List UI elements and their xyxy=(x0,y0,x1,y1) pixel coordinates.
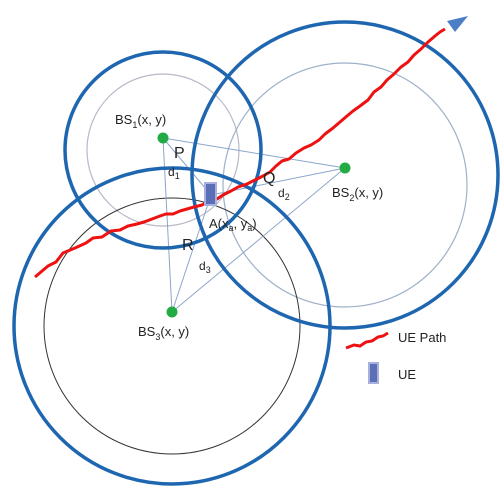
point-r-label: R xyxy=(182,237,194,254)
bs3-outer-circle xyxy=(12,166,332,486)
bs3-label: BS3(x, y) xyxy=(138,324,189,342)
ue-coordinate-label: A(xa, ya) xyxy=(209,216,257,233)
bs2-label: BS2(x, y) xyxy=(332,185,383,203)
line-bs1-bs2 xyxy=(162,137,346,169)
point-p-label: P xyxy=(174,145,185,162)
ue-path xyxy=(34,27,446,279)
bs2-dot xyxy=(339,162,351,174)
line-bs1-ue xyxy=(162,137,212,196)
line-bs2-bs3 xyxy=(171,167,346,313)
point-q-label: Q xyxy=(263,170,275,187)
bs2-outer-circle xyxy=(190,20,500,330)
line-bs3-ue xyxy=(171,194,212,313)
legend: UE Path UE xyxy=(345,330,446,384)
bs3-dot xyxy=(166,306,178,318)
bs1-label: BS1(x, y) xyxy=(115,112,166,130)
bs1-inner-circle xyxy=(86,73,240,227)
bs2-inner-circle xyxy=(222,62,468,308)
distance-d3-label: d3 xyxy=(199,259,211,275)
path-arrow-head xyxy=(447,16,468,32)
bs3-inner-circle xyxy=(43,197,301,455)
legend-path-swatch xyxy=(345,331,389,350)
distance-d2-label: d2 xyxy=(278,186,290,202)
bs1-dot xyxy=(157,132,169,144)
distance-d1-label: d1 xyxy=(168,165,180,181)
legend-path-label: UE Path xyxy=(398,330,446,345)
legend-ue-swatch xyxy=(368,362,379,384)
bs1-outer-circle xyxy=(63,50,263,250)
ue-marker xyxy=(204,182,217,206)
legend-ue-label: UE xyxy=(398,367,416,382)
